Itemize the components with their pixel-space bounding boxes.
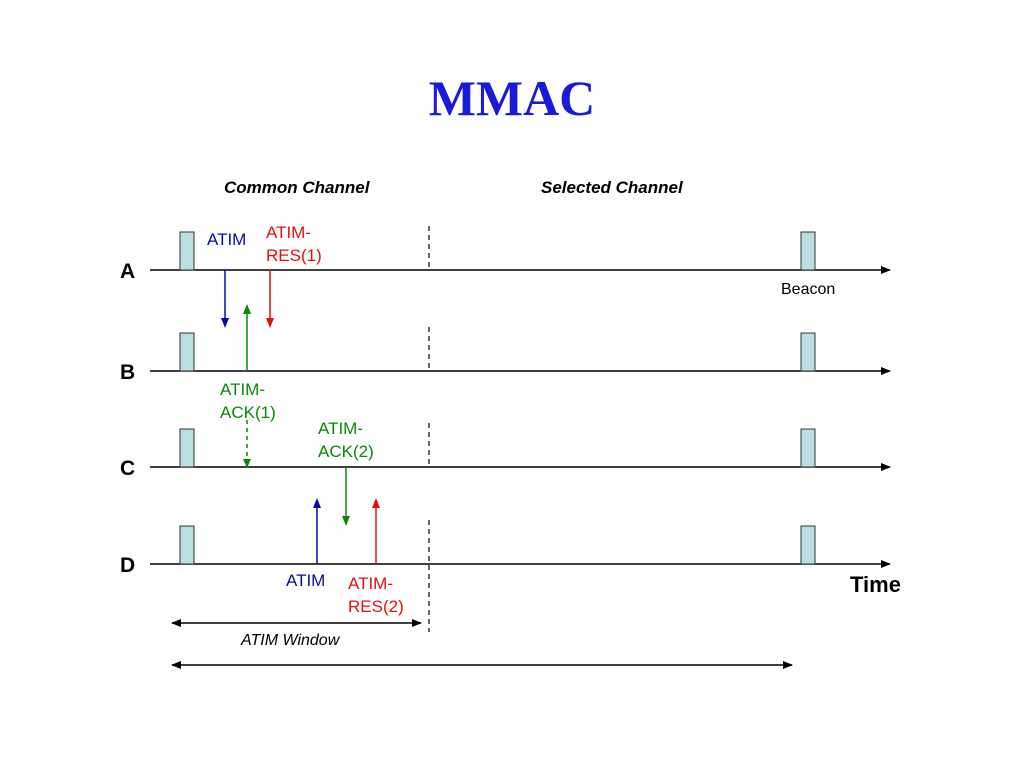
node-label-a: A [120,260,136,283]
atim-ack2-label-line2: ACK(2) [318,442,374,461]
slide-title: MMAC [428,70,596,126]
atim-res1-label-line1: ATIM- [266,223,312,242]
beacon-c-1 [179,428,195,468]
atim-res2-label-line2: RES(2) [348,597,404,616]
atim-label-d: ATIM [286,571,326,590]
beacon-d-1 [179,525,195,565]
beacon-a-1 [179,231,195,271]
atim-window-label: ATIM Window [241,632,340,649]
atim-arrow-a-b-head [221,318,229,328]
atim-res1-label-line2: RES(1) [266,246,322,265]
beacon-c-2 [800,428,816,468]
atim-ack1-overheard-arrow-head [243,459,251,468]
common-channel-label: Common Channel [224,178,370,197]
atim-ack2-label-line1: ATIM- [318,419,364,438]
beacon-b-2 [800,332,816,372]
beacon-label: Beacon [781,281,836,298]
atim-res2-label-line1: ATIM- [348,574,394,593]
node-label-b: B [120,361,136,384]
atim-ack1-label-line1: ATIM- [220,380,266,399]
atim-ack1-arrow-head [243,304,251,314]
beacon-b-1 [179,332,195,372]
selected-channel-label: Selected Channel [541,178,683,197]
node-label-d: D [120,554,136,577]
atim-res1-arrow-head [266,318,274,328]
atim-arrow-d-c-head [313,498,321,508]
beacon-a-2 [800,231,816,271]
node-label-c: C [120,457,136,480]
atim-res2-arrow-head [372,498,380,508]
atim-ack1-label-line2: ACK(1) [220,403,276,422]
atim-ack2-arrow-head [342,516,350,526]
beacon-d-2 [800,525,816,565]
atim-label-a: ATIM [207,230,247,249]
time-axis-label: Time [850,572,901,597]
